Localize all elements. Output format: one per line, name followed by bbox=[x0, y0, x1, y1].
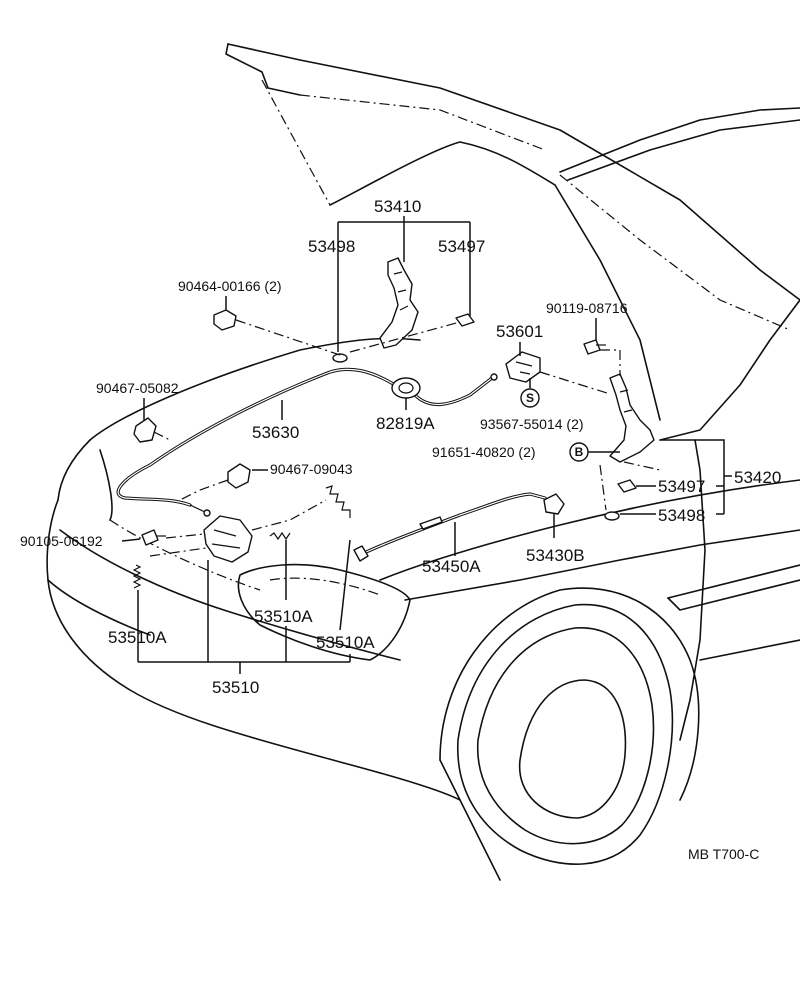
label-90105-06192: 90105-06192 bbox=[20, 533, 103, 549]
release-knob-82819a bbox=[391, 377, 421, 399]
symbol-s-circle: S bbox=[520, 388, 540, 408]
spring-53510a-mid bbox=[269, 531, 291, 541]
leader-lines bbox=[121, 216, 732, 674]
clip-90467-09043 bbox=[227, 463, 251, 489]
label-91651-40820: 91651-40820 (2) bbox=[432, 444, 536, 460]
spring-53510a-right bbox=[325, 485, 351, 518]
hinge-shim-53498-right bbox=[604, 511, 620, 521]
support-rod-cable-53450a bbox=[353, 492, 547, 562]
label-53601: 53601 bbox=[496, 322, 543, 341]
svg-text:B: B bbox=[575, 445, 584, 459]
hinge-shim-53497-right bbox=[617, 479, 637, 493]
symbol-b-circle: B bbox=[569, 442, 589, 462]
label-90464-00166: 90464-00166 (2) bbox=[178, 278, 282, 294]
label-53510: 53510 bbox=[212, 678, 259, 697]
label-90467-09043: 90467-09043 bbox=[270, 461, 353, 477]
label-53497-right: 53497 bbox=[658, 477, 705, 496]
label-90467-05082: 90467-05082 bbox=[96, 380, 179, 396]
part-number-labels: 53410 53498 53497 90464-00166 (2) 90119-… bbox=[20, 197, 781, 697]
label-53630: 53630 bbox=[252, 423, 299, 442]
car-body-outline bbox=[46, 43, 800, 881]
label-53450a: 53450A bbox=[422, 557, 481, 576]
label-53498-right: 53498 bbox=[658, 506, 705, 525]
label-82819a: 82819A bbox=[376, 414, 435, 433]
label-53430b: 53430B bbox=[526, 546, 585, 565]
label-53497-top: 53497 bbox=[438, 237, 485, 256]
label-53498-top: 53498 bbox=[308, 237, 355, 256]
label-53410: 53410 bbox=[374, 197, 421, 216]
label-53510a-right: 53510A bbox=[316, 633, 375, 652]
hood-lock-assy-53510 bbox=[203, 515, 253, 563]
label-90119-08716: 90119-08716 bbox=[546, 300, 628, 316]
hood-hinge-53410 bbox=[379, 257, 419, 349]
diagram-code: MB T700-C bbox=[688, 846, 759, 862]
label-93567-55014: 93567-55014 (2) bbox=[480, 416, 584, 432]
hood-release-cable-53630 bbox=[116, 367, 397, 517]
spring-53510a-left bbox=[132, 564, 142, 589]
clip-90467-05082 bbox=[133, 417, 157, 443]
label-53420: 53420 bbox=[734, 468, 781, 487]
hood-hinge-53420 bbox=[609, 373, 655, 463]
hinge-shim-53498-top bbox=[332, 353, 348, 363]
hood-lock-53601 bbox=[505, 351, 541, 383]
bolt-90119-08716 bbox=[583, 339, 606, 355]
support-clamp-53430b bbox=[543, 493, 565, 515]
label-53510a-mid: 53510A bbox=[254, 607, 313, 626]
svg-text:S: S bbox=[526, 391, 534, 405]
bolt-90105-06192 bbox=[141, 529, 166, 546]
clip-90464-00166 bbox=[213, 309, 237, 331]
release-lever-cable-82819a bbox=[413, 373, 498, 407]
assembly-guide-lines bbox=[149, 319, 661, 557]
label-53510a-left: 53510A bbox=[108, 628, 167, 647]
hinge-shim-53497-top bbox=[455, 313, 475, 327]
